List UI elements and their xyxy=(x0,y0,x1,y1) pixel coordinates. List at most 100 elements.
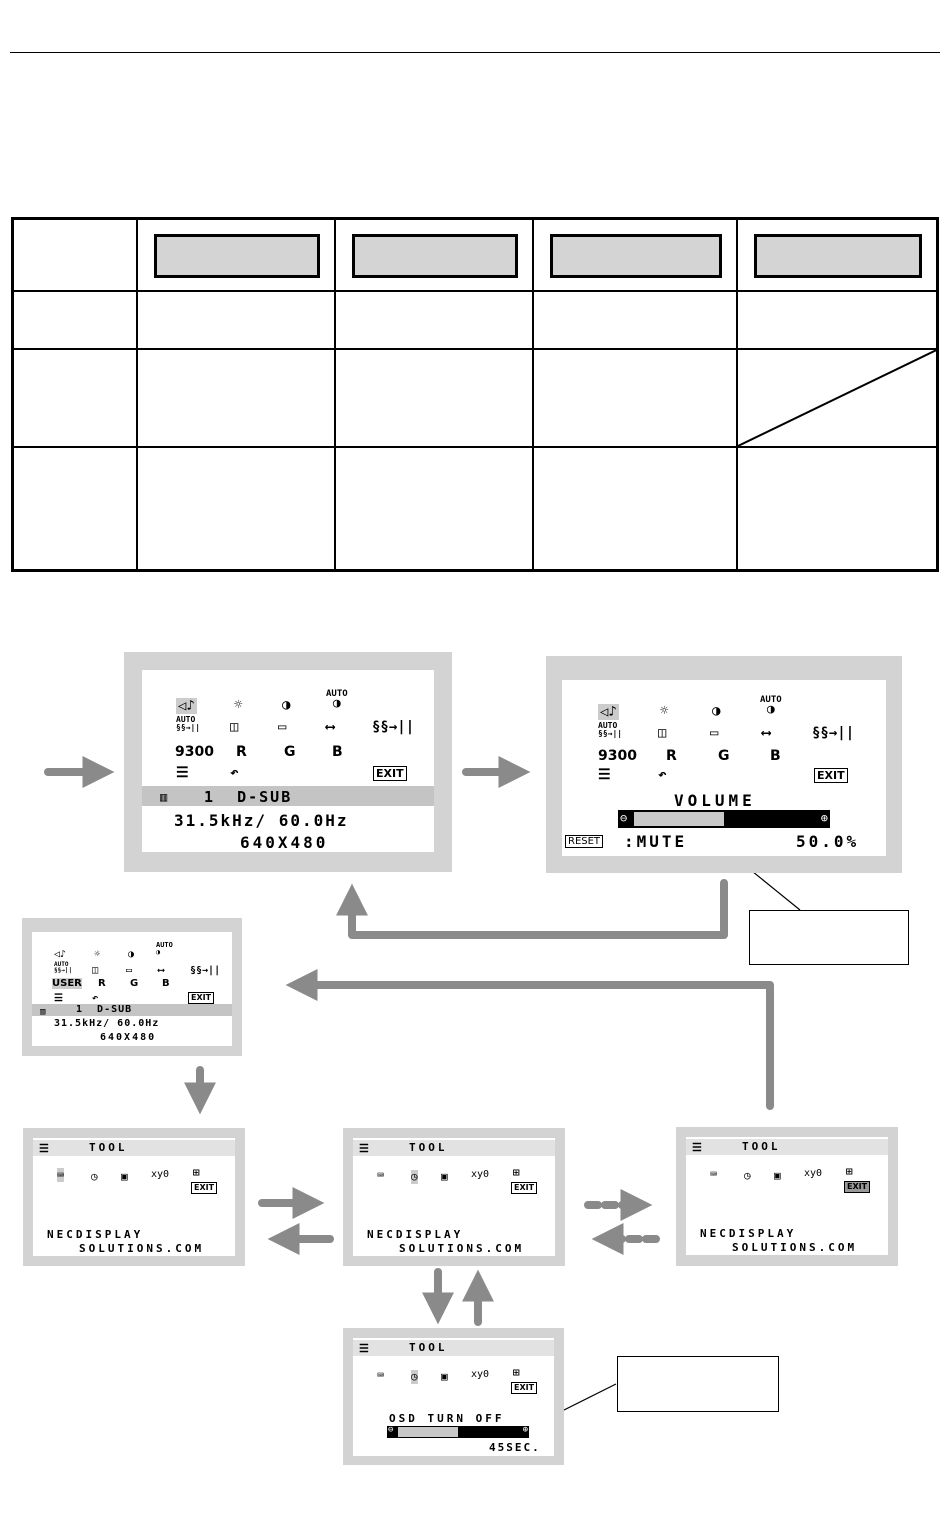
plus-icon[interactable]: ⊕ xyxy=(522,1425,528,1435)
header-box xyxy=(549,234,722,278)
factory-reset-icon[interactable]: ↶ xyxy=(230,765,239,781)
xy-position-label[interactable]: xy0 xyxy=(471,1169,490,1180)
blue-control[interactable]: B xyxy=(162,978,170,989)
left-right-icon[interactable]: ◫ xyxy=(658,725,667,741)
speaker-icon[interactable]: ◁♪ xyxy=(54,949,67,960)
osd-lock-icon[interactable]: ▣ xyxy=(121,1170,128,1183)
tool-icon[interactable]: ☰ xyxy=(54,993,63,1004)
auto-adjust-icon[interactable]: AUTO§§→|| xyxy=(176,715,201,732)
blue-control[interactable]: B xyxy=(770,748,781,764)
table-header-cell xyxy=(135,217,336,292)
auto-contrast-icon[interactable]: AUTO◑ xyxy=(326,689,348,711)
phase-icon[interactable]: §§→|| xyxy=(812,725,855,741)
h-size-icon[interactable]: ⟷ xyxy=(158,965,165,976)
tool-title-bar xyxy=(353,1140,555,1156)
preset-9300[interactable]: 9300 xyxy=(175,744,214,760)
contrast-icon[interactable]: ◑ xyxy=(282,697,291,713)
minus-icon[interactable]: ⊖ xyxy=(388,1425,394,1435)
language-icon[interactable]: ⌨ xyxy=(377,1168,385,1182)
exit-button[interactable]: EXIT xyxy=(191,1182,218,1194)
exit-button[interactable]: EXIT xyxy=(844,1181,871,1193)
auto-contrast-icon[interactable]: AUTO◑ xyxy=(156,941,173,956)
header-box xyxy=(753,234,922,278)
exit-button[interactable]: EXIT xyxy=(373,766,407,781)
table-cell xyxy=(135,347,336,448)
table-cell xyxy=(531,347,738,448)
information-icon[interactable]: ⊞ xyxy=(193,1166,200,1179)
language-icon[interactable]: ⌨ xyxy=(57,1168,65,1182)
brightness-icon[interactable]: ☼ xyxy=(94,949,101,960)
contrast-icon[interactable]: ◑ xyxy=(712,703,721,719)
minus-icon[interactable]: ⊖ xyxy=(620,811,628,825)
osd-time-icon[interactable]: ◷ xyxy=(411,1370,418,1384)
green-control[interactable]: G xyxy=(718,748,730,764)
osd-turn-off-label: OSD TURN OFF xyxy=(389,1412,505,1425)
xy-position-label[interactable]: xy0 xyxy=(471,1369,490,1380)
osd-lock-icon[interactable]: ▣ xyxy=(441,1170,448,1183)
left-right-icon[interactable]: ◫ xyxy=(92,965,99,976)
red-control[interactable]: R xyxy=(666,748,677,764)
osd-lock-icon[interactable]: ▣ xyxy=(774,1169,781,1182)
contrast-icon[interactable]: ◑ xyxy=(128,949,135,960)
frequency-readout: 31.5kHz/ 60.0Hz xyxy=(174,811,349,830)
xy-position-label[interactable]: xy0 xyxy=(804,1168,823,1179)
exit-button[interactable]: EXIT xyxy=(511,1382,538,1394)
table-cell-na xyxy=(735,347,939,448)
green-control[interactable]: G xyxy=(284,744,296,760)
osd-time-value: 45SEC. xyxy=(489,1441,541,1454)
speaker-icon[interactable]: ◁♪ xyxy=(176,698,197,714)
blue-control[interactable]: B xyxy=(332,744,343,760)
brightness-icon[interactable]: ☼ xyxy=(234,697,243,713)
osd-lock-icon[interactable]: ▣ xyxy=(441,1370,448,1383)
auto-contrast-icon[interactable]: AUTO◑ xyxy=(760,695,782,717)
auto-adjust-icon[interactable]: AUTO§§→|| xyxy=(598,721,623,738)
input-name: 1 D-SUB xyxy=(76,1004,133,1015)
tool-menu-screen-right: ☰ TOOL ⌨ ◷ ▣ xy0 ⊞ EXIT NECDISPLAY SOLUT… xyxy=(676,1127,898,1266)
brightness-icon[interactable]: ☼ xyxy=(660,703,669,719)
tool-menu-panel: ☰ TOOL ⌨ ◷ ▣ xy0 ⊞ EXIT NECDISPLAY SOLUT… xyxy=(33,1138,235,1256)
auto-adjust-icon[interactable]: AUTO§§→|| xyxy=(54,961,73,974)
table-cell xyxy=(333,445,534,572)
phase-icon[interactable]: §§→|| xyxy=(190,965,221,976)
red-control[interactable]: R xyxy=(98,978,106,989)
information-icon[interactable]: ⊞ xyxy=(513,1366,520,1379)
reset-key[interactable]: RESET xyxy=(565,835,604,848)
tool-icon: ☰ xyxy=(692,1141,702,1154)
preset-user[interactable]: USER xyxy=(52,978,82,989)
size-icon[interactable]: ▭ xyxy=(126,965,133,976)
header-box xyxy=(153,234,320,278)
phase-icon[interactable]: §§→|| xyxy=(372,719,415,735)
information-icon[interactable]: ⊞ xyxy=(513,1166,520,1179)
speaker-icon[interactable]: ◁♪ xyxy=(598,704,619,720)
osd-time-slider[interactable]: ⊖ ⊕ xyxy=(387,1425,529,1438)
left-right-icon[interactable]: ◫ xyxy=(230,719,239,735)
h-size-icon[interactable]: ⟷ xyxy=(326,719,335,735)
green-control[interactable]: G xyxy=(130,978,139,989)
preset-9300[interactable]: 9300 xyxy=(598,748,637,764)
factory-reset-icon[interactable]: ↶ xyxy=(658,767,667,783)
red-control[interactable]: R xyxy=(236,744,247,760)
tool-menu-screen-center: ☰ TOOL ⌨ ◷ ▣ xy0 ⊞ EXIT NECDISPLAY SOLUT… xyxy=(343,1128,565,1266)
factory-reset-icon[interactable]: ↶ xyxy=(92,993,99,1004)
website-line2: SOLUTIONS.COM xyxy=(732,1241,858,1254)
exit-button[interactable]: EXIT xyxy=(511,1182,538,1194)
main-menu-screen: ◁♪ ☼ ◑ AUTO◑ AUTO§§→|| ◫ ▭ ⟷ §§→|| 9300 … xyxy=(124,652,452,872)
language-icon[interactable]: ⌨ xyxy=(377,1368,385,1382)
table-corner-cell xyxy=(11,217,138,292)
size-icon[interactable]: ▭ xyxy=(710,725,719,741)
volume-slider[interactable]: ⊖ ⊕ xyxy=(618,810,830,828)
language-icon[interactable]: ⌨ xyxy=(710,1167,718,1181)
osd-time-icon[interactable]: ◷ xyxy=(91,1170,98,1183)
exit-button[interactable]: EXIT xyxy=(814,768,848,783)
exit-button[interactable]: EXIT xyxy=(188,992,215,1004)
osd-time-icon[interactable]: ◷ xyxy=(744,1169,751,1182)
size-icon[interactable]: ▭ xyxy=(278,719,287,735)
osd-time-icon[interactable]: ◷ xyxy=(411,1170,418,1184)
frequency-readout: 31.5kHz/ 60.0Hz xyxy=(54,1018,160,1029)
xy-position-label[interactable]: xy0 xyxy=(151,1169,170,1180)
tool-icon[interactable]: ☰ xyxy=(598,767,611,783)
information-icon[interactable]: ⊞ xyxy=(846,1165,853,1178)
plus-icon[interactable]: ⊕ xyxy=(820,811,828,825)
h-size-icon[interactable]: ⟷ xyxy=(762,725,771,741)
tool-icon[interactable]: ☰ xyxy=(176,765,189,781)
